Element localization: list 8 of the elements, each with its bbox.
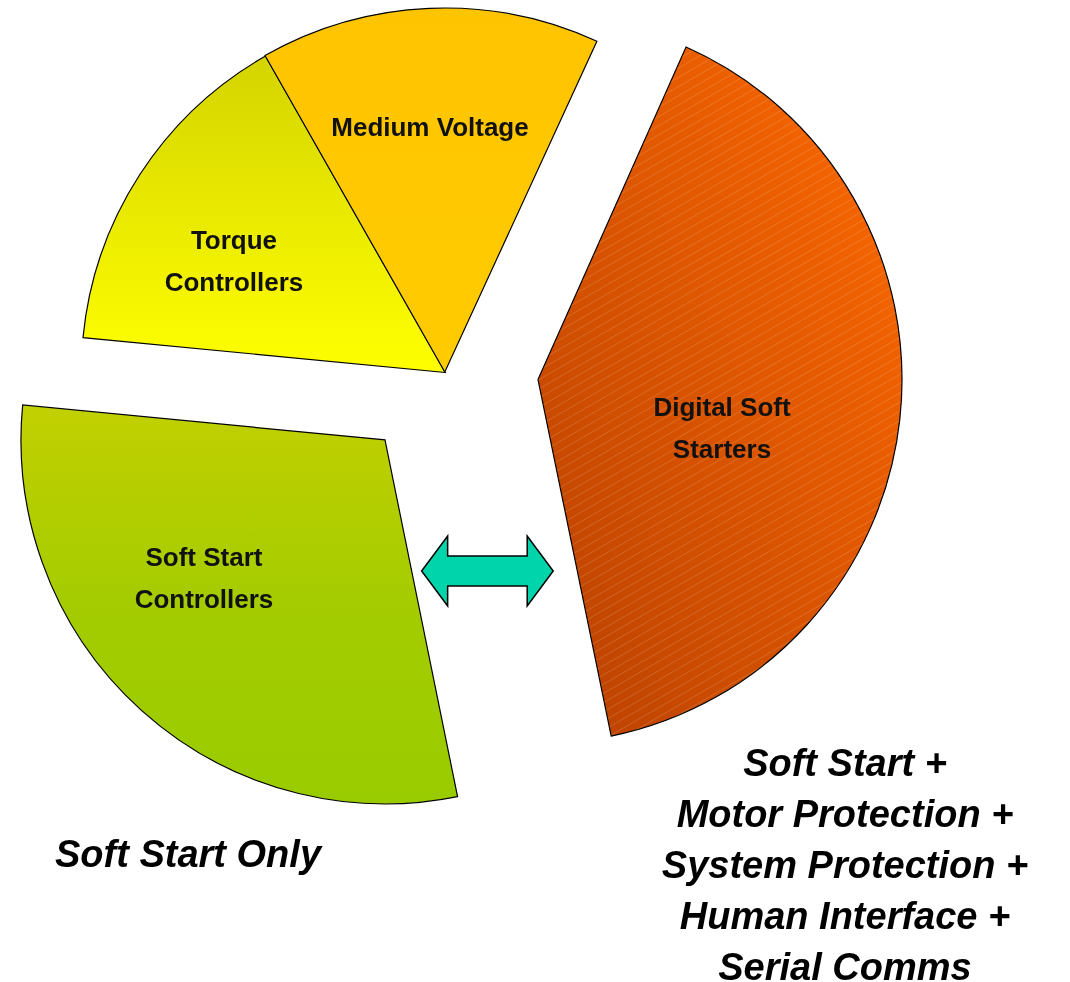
double-arrow — [420, 533, 555, 609]
slice-label: Torque Controllers — [163, 224, 305, 299]
pie-slice — [21, 405, 458, 804]
slice-label: Digital Soft Starters — [652, 391, 792, 466]
caption-text: Soft Start Only — [55, 832, 322, 877]
slice-label: Medium Voltage — [330, 111, 530, 144]
slice-label: Soft Start Controllers — [133, 541, 275, 616]
caption-text: Soft Start + Motor Protection + System Protection + Human Interface + Serial Comms — [661, 741, 1029, 982]
